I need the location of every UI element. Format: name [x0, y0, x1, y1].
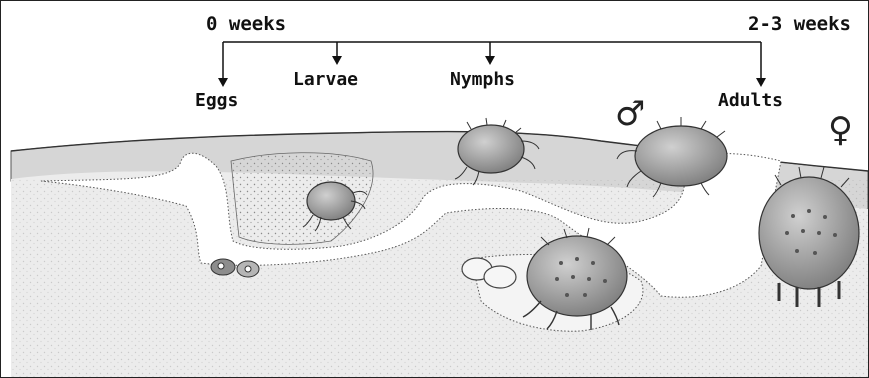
- stage-label-adults: Adults: [718, 92, 783, 110]
- stage-label-nymphs: Nymphs: [450, 71, 515, 89]
- timeline-end-label: 2-3 weeks: [748, 15, 851, 34]
- stage-label-larvae: Larvae: [293, 71, 358, 89]
- female-symbol-icon: ♀: [828, 113, 853, 147]
- timeline-start-label: 0 weeks: [206, 15, 286, 34]
- male-symbol-icon: ♂: [615, 97, 645, 131]
- stage-label-eggs: Eggs: [195, 92, 238, 110]
